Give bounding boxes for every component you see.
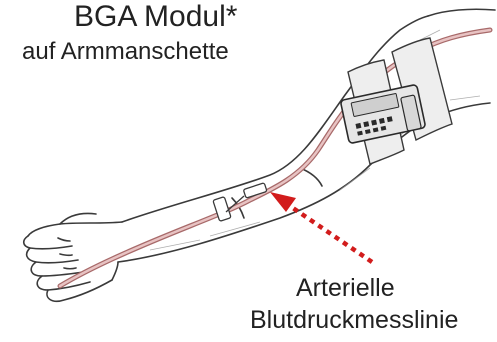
line-label-title: Arterielle: [296, 274, 395, 303]
module-label-subtitle: auf Armmanschette: [22, 38, 229, 66]
catheter-site: [213, 183, 267, 222]
module-label-title: BGA Modul*: [74, 0, 237, 34]
dotted-arrow-icon: [270, 192, 372, 262]
line-label-subtitle: Blutdruckmesslinie: [250, 306, 458, 335]
